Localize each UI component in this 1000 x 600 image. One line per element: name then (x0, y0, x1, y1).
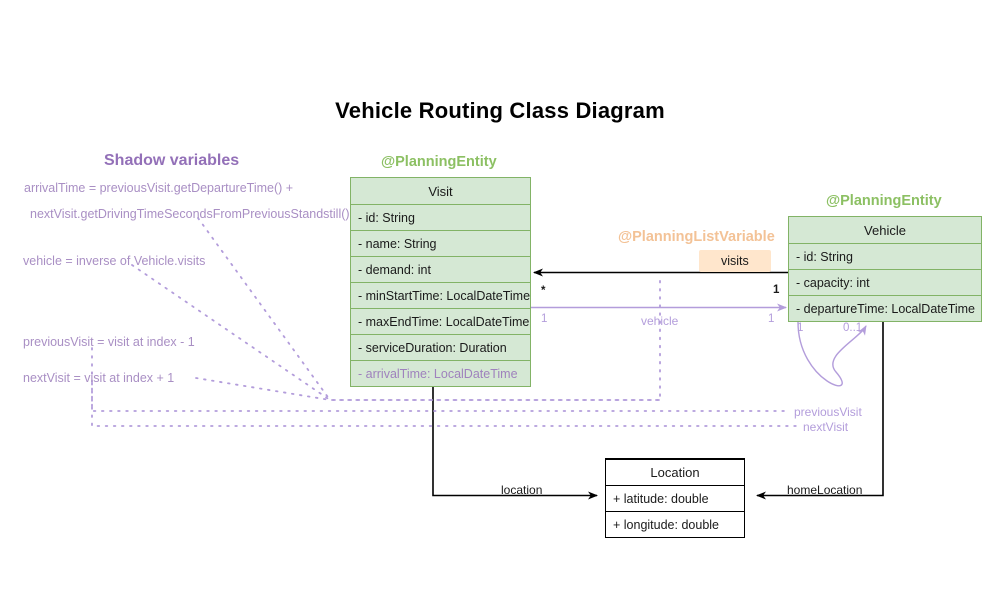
stereotype-vehicle: @PlanningEntity (826, 193, 942, 209)
relation-label-homelocation: homeLocation (787, 483, 863, 497)
relation-label-vehicle: vehicle (641, 314, 679, 328)
attribute-visit-name: - name: String (351, 230, 530, 256)
attribute-vehicle-departuretime: - departureTime: LocalDateTime (789, 295, 981, 321)
multiplicity-vehicle-source: 1 (541, 313, 548, 325)
relation-label-previousvisit: previousVisit (794, 405, 862, 419)
attribute-visit-id: - id: String (351, 204, 530, 230)
attribute-vehicle-id: - id: String (789, 243, 981, 269)
attribute-visit-serviceduration: - serviceDuration: Duration (351, 334, 530, 360)
class-name-visit: Visit (428, 183, 453, 199)
class-box-location[interactable]: Location + latitude: double + longitude:… (605, 458, 745, 538)
edge-location (432, 385, 598, 500)
page-title: Vehicle Routing Class Diagram (335, 98, 665, 123)
shadow-variable-line-arrivaltime-1: arrivalTime = previousVisit.getDeparture… (24, 181, 294, 195)
class-box-vehicle[interactable]: Vehicle - id: String - capacity: int - d… (788, 216, 982, 322)
class-name-location: Location (606, 459, 744, 485)
shadow-variable-line-nextvisit: nextVisit = visit at index + 1 (23, 371, 175, 385)
attribute-vehicle-capacity: - capacity: int (789, 269, 981, 295)
class-name-vehicle: Vehicle (864, 222, 906, 238)
relation-label-nextvisit: nextVisit (803, 420, 849, 434)
attribute-location-latitude: + latitude: double (606, 485, 744, 511)
relation-label-location: location (501, 483, 543, 497)
shadow-variable-line-arrivaltime-2: nextVisit.getDrivingTimeSecondsFromPrevi… (30, 207, 350, 221)
multiplicity-chain-left: 1 (797, 322, 804, 334)
stereotype-visit: @PlanningEntity (381, 154, 497, 170)
multiplicity-visits-target: * (541, 285, 546, 297)
stereotype-planning-list-variable: @PlanningListVariable (618, 229, 775, 245)
multiplicity-chain-right: 0..1 (843, 322, 863, 334)
edge-visits (533, 268, 798, 277)
attribute-visit-demand: - demand: int (351, 256, 530, 282)
shadow-connector-nextvisit (91, 382, 799, 427)
relation-badge-visits: visits (699, 250, 771, 272)
attribute-visit-arrivaltime: - arrivalTime: LocalDateTime (351, 360, 530, 386)
multiplicity-vehicle-target: 1 (768, 313, 775, 325)
attribute-location-longitude: + longitude: double (606, 511, 744, 537)
shadow-variable-line-vehicle: vehicle = inverse of Vehicle.visits (23, 254, 206, 268)
shadow-connector-branch (195, 377, 331, 401)
attribute-visit-minstarttime: - minStartTime: LocalDateTime (351, 282, 530, 308)
multiplicity-visits-source: 1 (773, 284, 780, 296)
shadow-variables-title: Shadow variables (104, 152, 240, 169)
shadow-variable-line-previousvisit: previousVisit = visit at index - 1 (23, 335, 195, 349)
class-box-visit[interactable]: Visit - id: String - name: String - dema… (350, 177, 531, 387)
attribute-visit-maxendtime: - maxEndTime: LocalDateTime (351, 308, 530, 334)
